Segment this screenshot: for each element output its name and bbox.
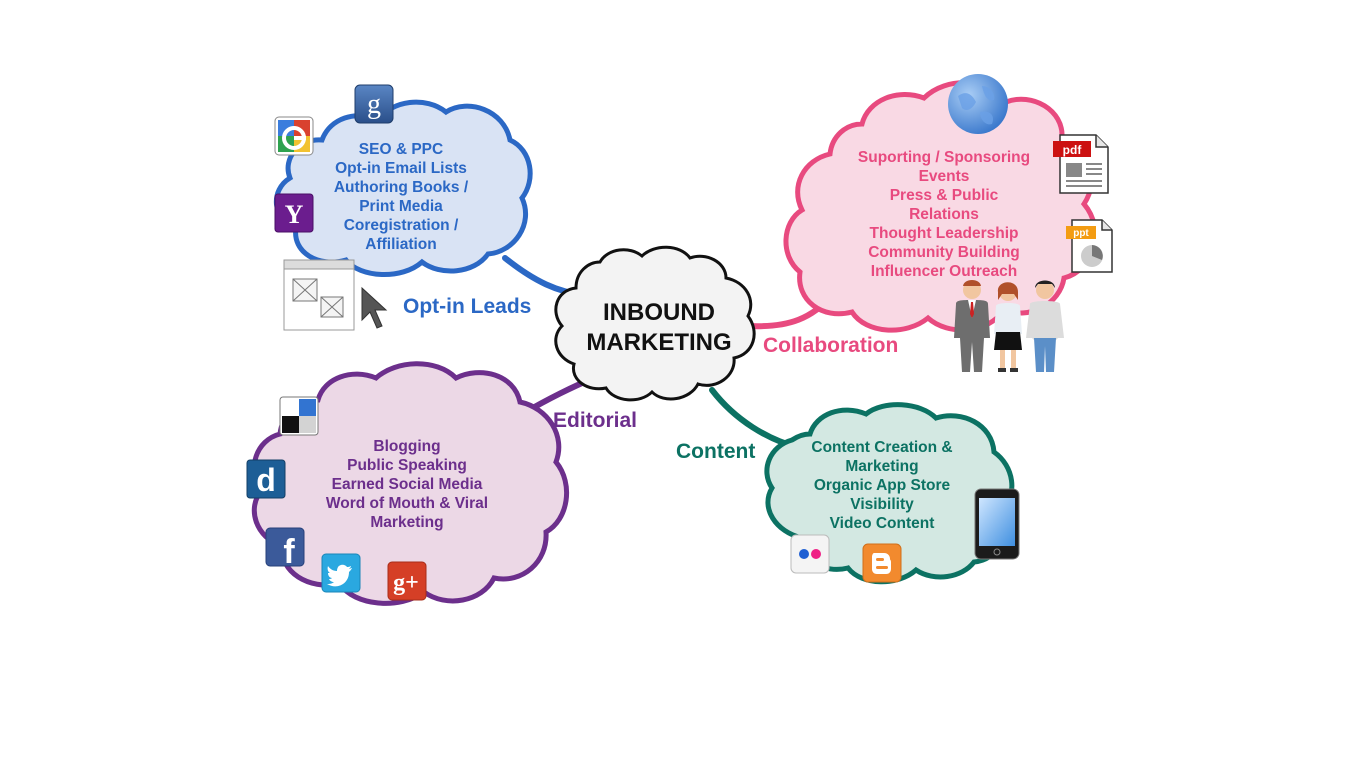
optin-item: Opt-in Email Lists [335, 160, 467, 177]
pdf-icon: pdf [1053, 134, 1109, 194]
editorial-item: Public Speaking [347, 457, 467, 474]
center-title-line-1: INBOUND [603, 299, 715, 326]
yahoo-icon: Y [274, 193, 314, 233]
content-items: Content Creation & Marketing Organic App… [796, 438, 968, 533]
globe-icon [948, 74, 1008, 134]
collaboration-item: Events [918, 168, 970, 185]
pdf-icon-glyph: pdf [1063, 143, 1083, 157]
blogger-icon [862, 543, 902, 583]
digg-icon-glyph: d [256, 462, 276, 498]
collaboration-item: Community Building [868, 244, 1020, 261]
content-item: Video Content [829, 515, 935, 532]
collaboration-item: Press & Public [889, 187, 999, 204]
people-icon [954, 280, 1064, 372]
collaboration-item: Relations [909, 206, 979, 223]
editorial-item: Word of Mouth & Viral [325, 495, 489, 512]
facebook-icon: f [265, 527, 305, 567]
editorial-items: Blogging Public Speaking Earned Social M… [312, 437, 502, 532]
ad-window-icon [283, 259, 355, 331]
content-item: Organic App Store [813, 477, 951, 494]
content-item: Content Creation & [811, 439, 953, 456]
editorial-item: Earned Social Media [331, 476, 483, 493]
editorial-item: Blogging [373, 438, 441, 455]
facebook-icon-glyph: f [283, 533, 295, 567]
google-plus-icon-glyph: g+ [393, 570, 419, 596]
cursor-icon [361, 286, 388, 329]
optin-item: Print Media [359, 198, 443, 215]
content-item: Marketing [845, 458, 919, 475]
ppt-icon-glyph: ppt [1073, 228, 1089, 239]
ppt-icon: ppt [1066, 219, 1113, 273]
content-item: Visibility [850, 496, 914, 513]
phone-icon [974, 488, 1020, 560]
center-title: INBOUND MARKETING [566, 298, 752, 358]
branch-label-content: Content [676, 440, 756, 463]
google-icon-glyph: g [367, 89, 381, 120]
branch-label-collaboration: Collaboration [763, 334, 899, 357]
collaboration-item: Suporting / Sponsoring [857, 149, 1031, 166]
optin-item: Coregistration / [343, 217, 459, 234]
flickr-icon [790, 534, 830, 574]
optin-items: SEO & PPC Opt-in Email Lists Authoring B… [316, 140, 486, 254]
yahoo-icon-glyph: Y [285, 200, 304, 229]
branch-label-editorial: Editorial [553, 409, 638, 432]
optin-item: SEO & PPC [358, 141, 444, 158]
google-plus-icon: g+ [387, 561, 427, 601]
delicious-icon [279, 396, 319, 436]
twitter-icon [321, 553, 361, 593]
collaboration-item: Influencer Outreach [870, 263, 1018, 280]
google-color-icon [274, 116, 314, 156]
optin-item: Authoring Books / [333, 179, 469, 196]
digg-icon: d [246, 459, 286, 499]
collaboration-items: Suporting / Sponsoring Events Press & Pu… [844, 148, 1044, 281]
center-title-line-2: MARKETING [586, 329, 732, 356]
editorial-item: Marketing [370, 514, 444, 531]
collaboration-item: Thought Leadership [869, 225, 1019, 242]
branch-label-optin: Opt-in Leads [403, 295, 532, 318]
google-icon: g [354, 84, 394, 124]
optin-item: Affiliation [365, 236, 437, 253]
cloud-center [554, 245, 756, 402]
